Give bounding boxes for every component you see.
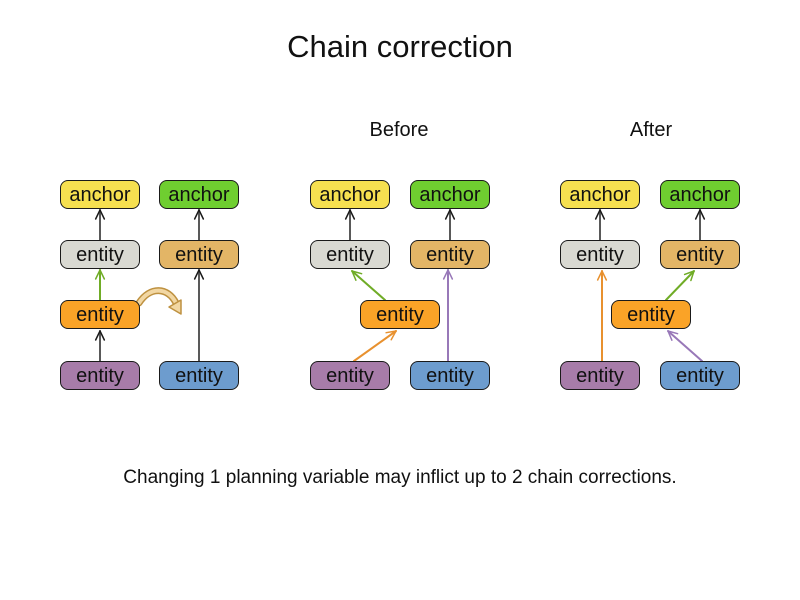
node-entity-purple: entity xyxy=(310,361,390,390)
node-entity-tan: entity xyxy=(660,240,740,269)
node-anchor-yellow: anchor xyxy=(60,180,140,209)
node-entity-purple: entity xyxy=(60,361,140,390)
node-entity-purple: entity xyxy=(560,361,640,390)
page-title: Chain correction xyxy=(287,29,513,64)
node-entity-tan: entity xyxy=(159,240,239,269)
move-arrow xyxy=(137,288,178,305)
node-entity-tan: entity xyxy=(410,240,490,269)
node-entity-orange: entity xyxy=(60,300,140,329)
group-label-after: After xyxy=(629,119,673,141)
node-anchor-green: anchor xyxy=(159,180,239,209)
node-entity-gray: entity xyxy=(60,240,140,269)
node-anchor-yellow: anchor xyxy=(560,180,640,209)
node-anchor-green: anchor xyxy=(660,180,740,209)
group-label-before: Before xyxy=(369,119,429,141)
node-entity-blue: entity xyxy=(660,361,740,390)
caption-text: Changing 1 planning variable may inflict… xyxy=(123,467,677,488)
node-entity-blue: entity xyxy=(410,361,490,390)
node-entity-blue: entity xyxy=(159,361,239,390)
node-entity-orange: entity xyxy=(611,300,691,329)
node-entity-gray: entity xyxy=(560,240,640,269)
node-entity-gray: entity xyxy=(310,240,390,269)
node-anchor-green: anchor xyxy=(410,180,490,209)
move-arrow-head xyxy=(168,299,182,315)
node-entity-orange: entity xyxy=(360,300,440,329)
node-anchor-yellow: anchor xyxy=(310,180,390,209)
